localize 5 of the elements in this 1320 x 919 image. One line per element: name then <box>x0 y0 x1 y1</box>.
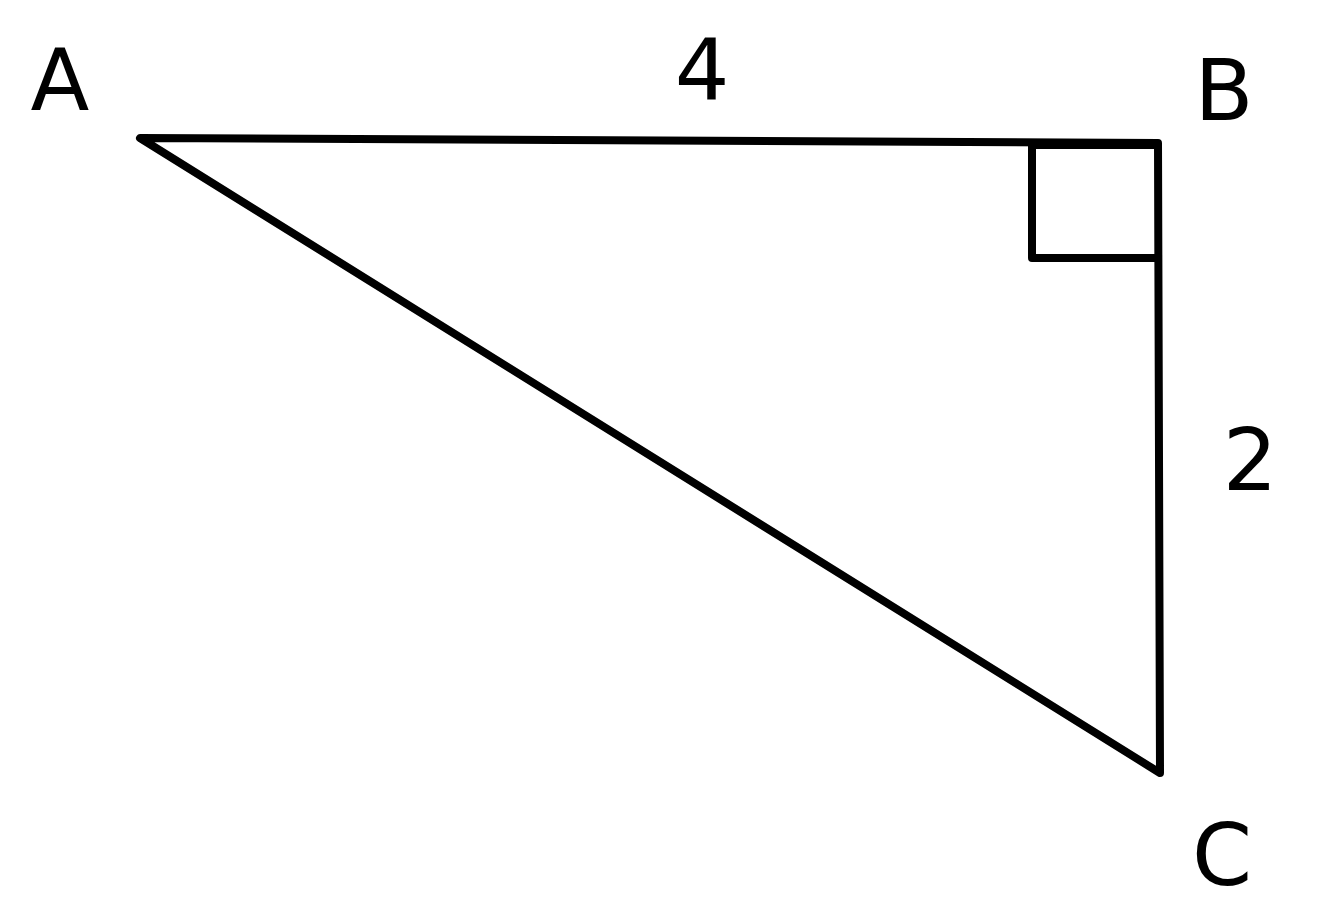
side-length: 4 <box>674 27 730 113</box>
vertex-label: C <box>1191 812 1253 898</box>
side-length: 2 <box>1222 417 1278 503</box>
vertex-label: A <box>30 37 90 123</box>
vertex-label: B <box>1194 47 1254 133</box>
